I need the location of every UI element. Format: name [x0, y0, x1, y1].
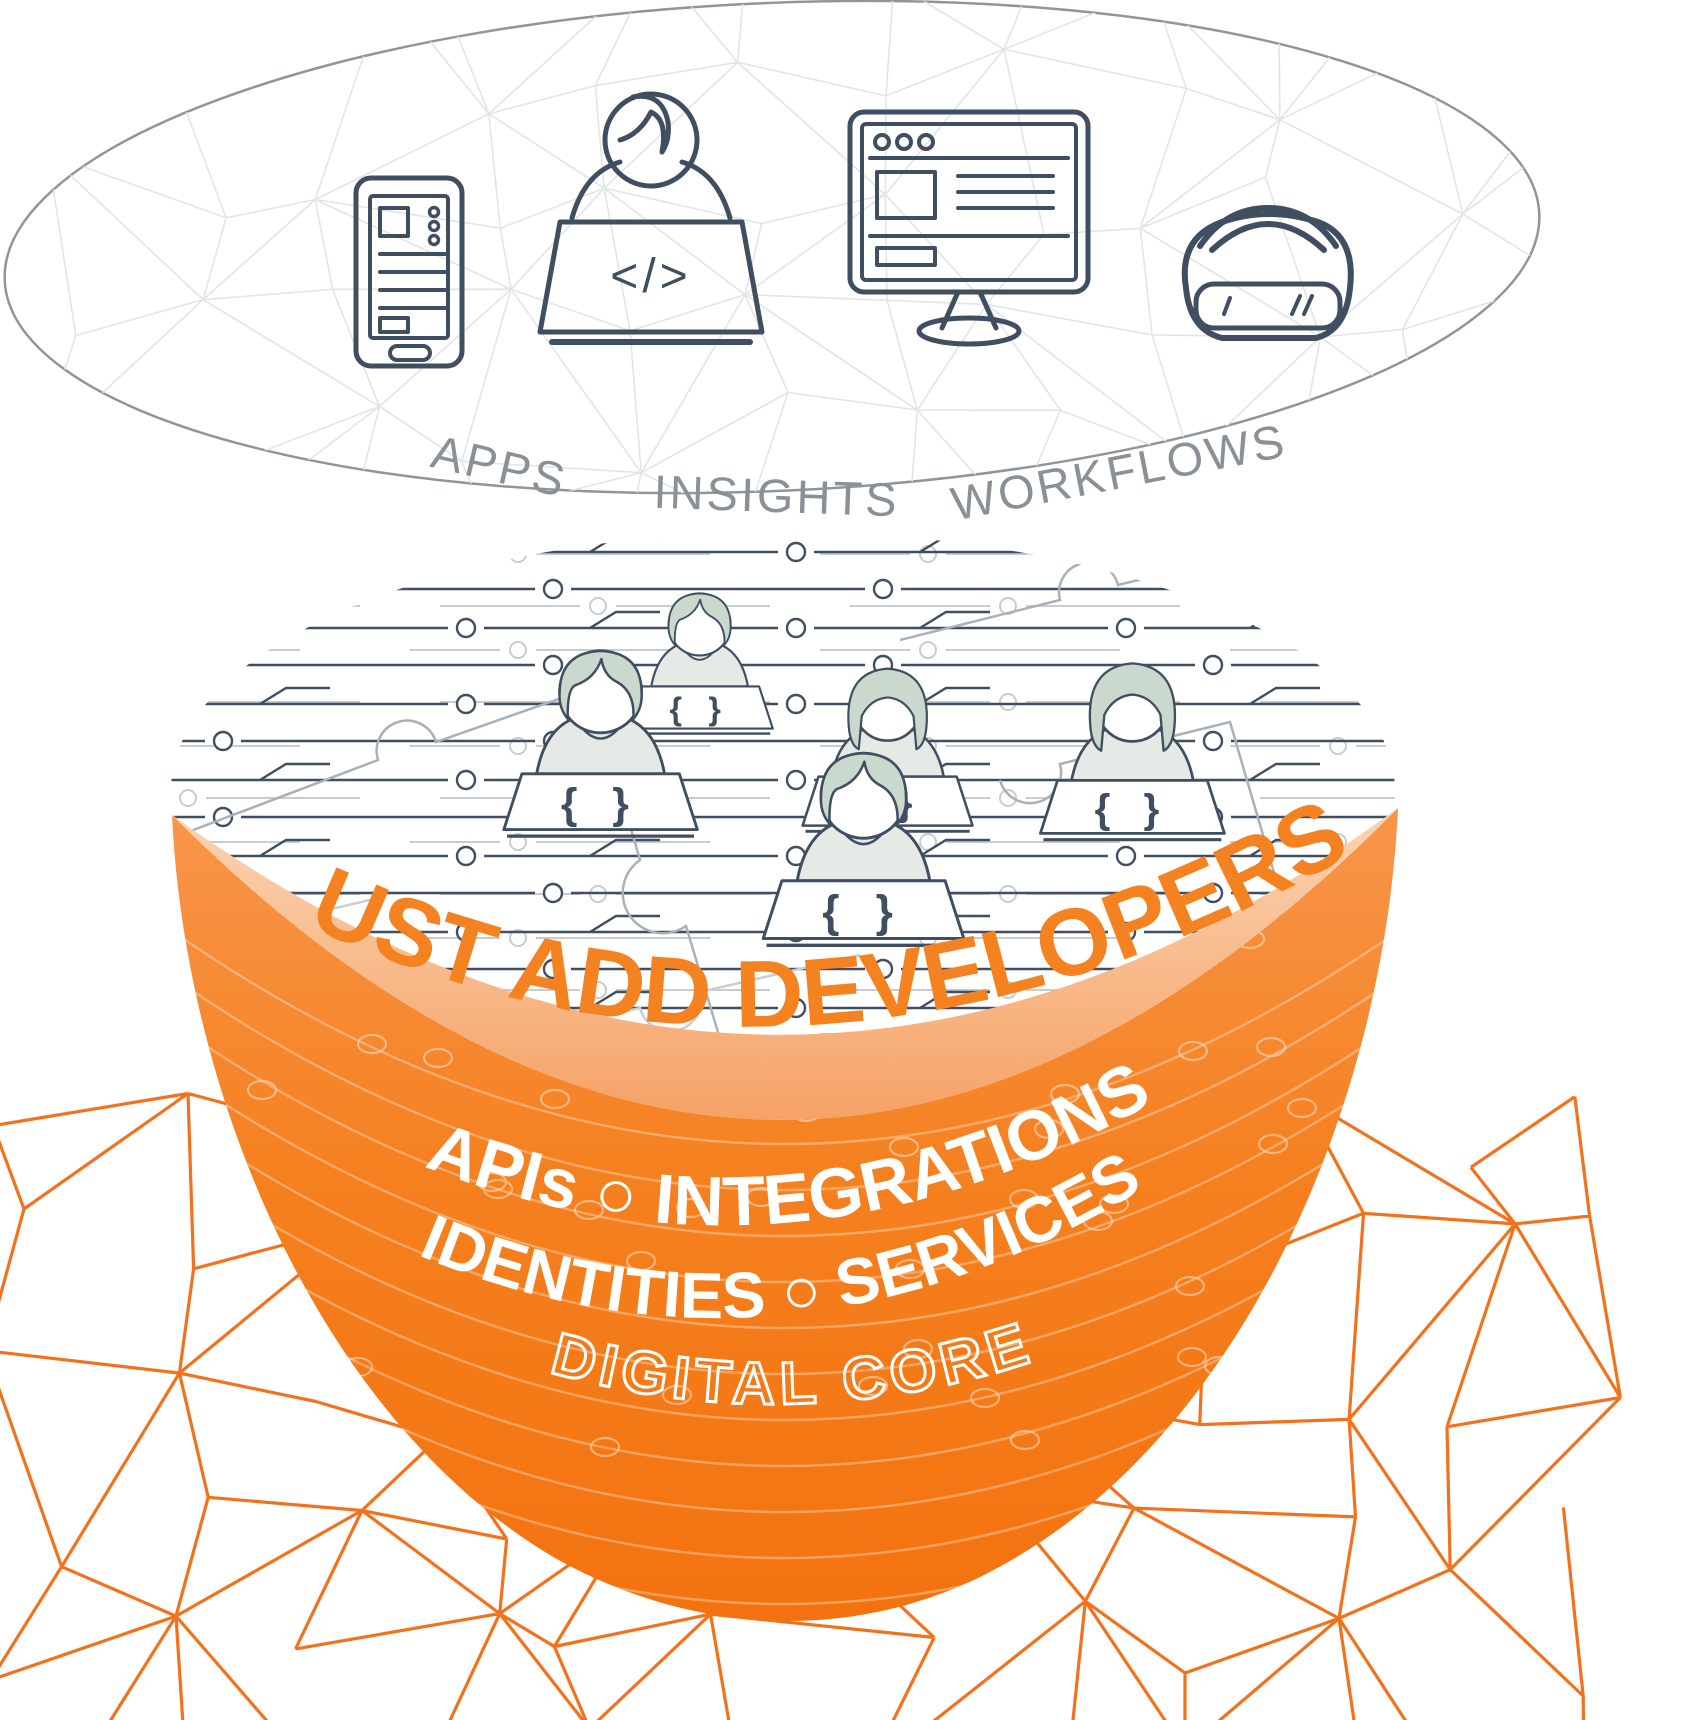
bowl-body: [172, 808, 1398, 1621]
developer-coding-icon: </>: [537, 91, 765, 345]
code-glyph: </>: [610, 250, 691, 303]
bowl-rim: [172, 808, 1398, 1120]
browser-monitor-icon: [847, 109, 1091, 347]
vr-headset-icon: [1181, 205, 1354, 341]
bowl-circuit-lines: [172, 837, 1398, 1621]
capability-ellipse-border: [3, 0, 1541, 495]
capability-layer-ellipse: </> APPS INSIGHTS WORKFLOWS: [0, 0, 1550, 530]
digital-core-bowl: [172, 808, 1398, 1621]
mobile-app-icon: [353, 175, 465, 369]
label-insights: INSIGHTS: [653, 465, 901, 527]
